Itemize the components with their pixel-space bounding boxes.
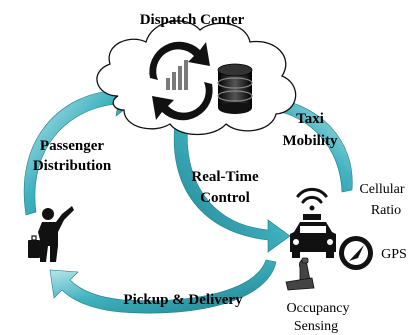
label-cellular-line1: Cellular [359, 182, 404, 197]
label-realtime-line1: Real-Time [191, 169, 259, 185]
label-realtime-line2: Control [200, 190, 250, 206]
label-gps: GPS [381, 247, 407, 262]
compass-icon [339, 236, 373, 270]
label-passenger-line2: Distribution [33, 158, 112, 174]
label-dispatch-center: Dispatch Center [140, 12, 245, 28]
label-taxi-line1: Taxi [296, 111, 324, 127]
refresh-cycle-icon [149, 41, 213, 121]
passenger-with-luggage-icon [28, 206, 74, 262]
taxi-icon [290, 214, 336, 258]
label-passenger-line1: Passenger [40, 138, 104, 154]
database-icon [217, 63, 253, 114]
label-occupancy-line1: Occupancy [287, 301, 350, 316]
label-pickup-delivery: Pickup & Delivery [123, 292, 243, 308]
wireless-signal-icon [296, 187, 328, 211]
label-taxi-line2: Mobility [283, 133, 338, 149]
label-cellular-line2: Ratio [371, 203, 401, 218]
arrow-pickup-delivery [49, 259, 277, 314]
cloud-icon [96, 20, 297, 136]
car-seat-icon [285, 257, 315, 291]
bar-chart-icon [166, 60, 188, 90]
label-occupancy-line2: Sensing [294, 319, 338, 334]
